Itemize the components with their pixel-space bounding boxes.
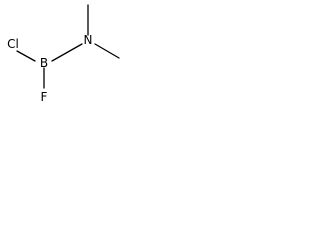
atom-label-boron: B	[40, 56, 48, 70]
bond-b-n	[51, 43, 83, 62]
atom-label-fluorine: F	[41, 90, 48, 104]
atom-label-chlorine: Cl	[7, 37, 19, 51]
molecule-structure: Cl B N F	[7, 4, 120, 104]
bond-cl-b	[16, 50, 36, 62]
bond-n-methyl-right	[94, 43, 120, 59]
atom-label-nitrogen: N	[84, 33, 93, 47]
